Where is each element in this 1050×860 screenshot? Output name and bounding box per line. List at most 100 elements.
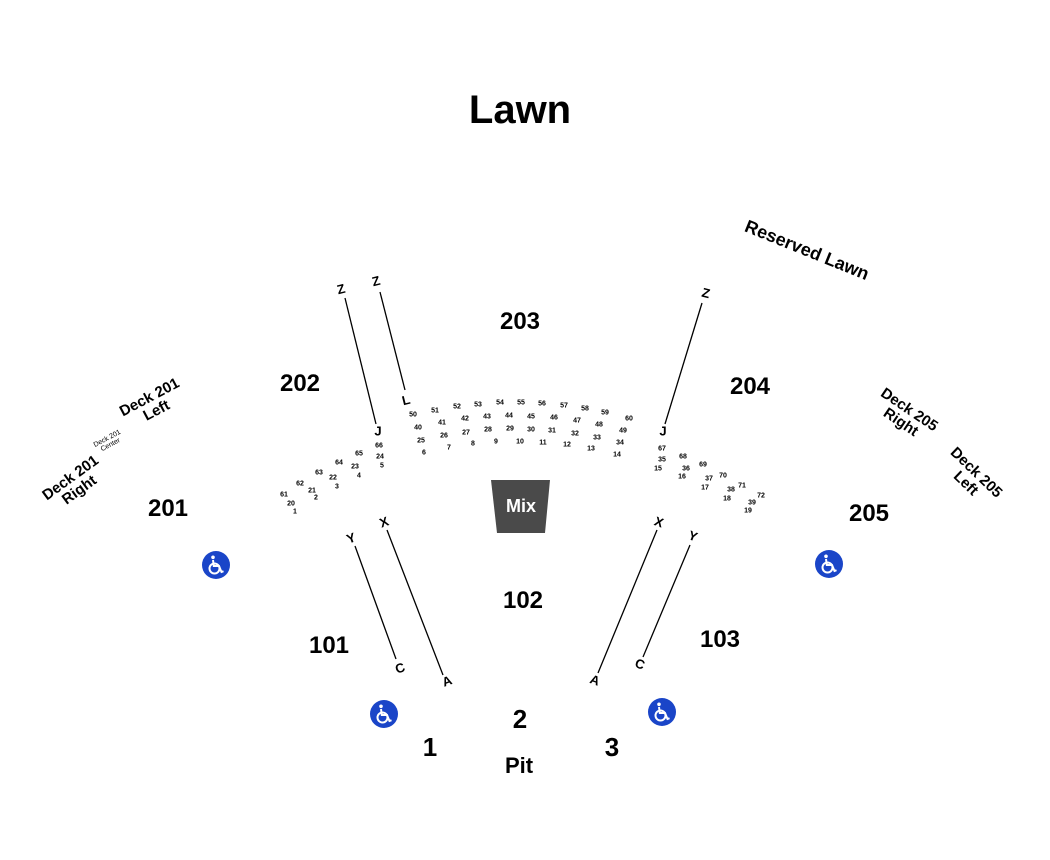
seat-box[interactable]: 60 bbox=[625, 415, 633, 423]
seat-box[interactable]: 40 bbox=[414, 424, 422, 432]
row-line-204-z-j bbox=[664, 302, 703, 425]
seat-box[interactable]: 52 bbox=[453, 403, 461, 411]
seat-box[interactable]: 19 bbox=[744, 507, 752, 515]
seat-box[interactable]: 46 bbox=[550, 414, 558, 422]
seat-box[interactable]: 15 bbox=[654, 465, 662, 473]
seat-box[interactable]: 38 bbox=[727, 486, 735, 494]
seat-box[interactable]: 56 bbox=[538, 400, 546, 408]
seat-box[interactable]: 44 bbox=[505, 412, 513, 420]
seat-box[interactable]: 17 bbox=[701, 484, 709, 492]
seat-box[interactable]: 22 bbox=[329, 474, 337, 482]
seat-box[interactable]: 33 bbox=[593, 434, 601, 442]
section-204[interactable]: 204 bbox=[729, 373, 771, 400]
seat-box[interactable]: 20 bbox=[287, 500, 295, 508]
seat-box[interactable]: 36 bbox=[682, 465, 690, 473]
section-203[interactable]: 203 bbox=[499, 308, 541, 335]
seat-box[interactable]: 12 bbox=[563, 441, 571, 449]
seat-box[interactable]: 58 bbox=[581, 405, 589, 413]
seat-box[interactable]: 27 bbox=[462, 429, 470, 437]
mix-label: Mix bbox=[505, 496, 537, 516]
seat-box[interactable]: 67 bbox=[658, 445, 666, 453]
pit-section-2[interactable]: 2 bbox=[512, 704, 528, 734]
seat-box[interactable]: 55 bbox=[517, 399, 525, 407]
seat-box[interactable]: 47 bbox=[573, 417, 581, 425]
seat-box[interactable]: 43 bbox=[483, 413, 491, 421]
seat-box[interactable]: 14 bbox=[613, 451, 621, 459]
seat-box[interactable]: 4 bbox=[357, 472, 361, 480]
seat-box[interactable]: 35 bbox=[658, 456, 666, 464]
seat-box[interactable]: 61 bbox=[280, 491, 288, 499]
seat-box[interactable]: 11 bbox=[539, 439, 547, 447]
seat-box[interactable]: 30 bbox=[527, 426, 535, 434]
seat-box[interactable]: 21 bbox=[308, 487, 316, 495]
seat-box[interactable]: 68 bbox=[679, 453, 687, 461]
seat-box[interactable]: 64 bbox=[335, 459, 343, 467]
seat-box[interactable]: 49 bbox=[619, 427, 627, 435]
seat-box[interactable]: 23 bbox=[351, 463, 359, 471]
seat-box[interactable]: 63 bbox=[315, 469, 323, 477]
seat-box[interactable]: 28 bbox=[484, 426, 492, 434]
wheelchair-icon bbox=[815, 550, 843, 578]
row-j-202: J bbox=[374, 423, 382, 439]
seat-box[interactable]: 48 bbox=[595, 421, 603, 429]
seat-box[interactable]: 71 bbox=[738, 482, 746, 490]
row-line-103-y-c bbox=[642, 544, 691, 658]
row-line-102-x-a-left bbox=[386, 529, 444, 676]
row-line-202-z-j bbox=[344, 297, 377, 425]
seat-box[interactable]: 65 bbox=[355, 450, 363, 458]
section-201[interactable]: 201 bbox=[147, 495, 189, 522]
seat-box[interactable]: 13 bbox=[587, 445, 595, 453]
seat-box[interactable]: 32 bbox=[571, 430, 579, 438]
seat-box[interactable]: 3 bbox=[335, 483, 339, 491]
seat-box[interactable]: 57 bbox=[560, 402, 568, 410]
seat-box[interactable]: 51 bbox=[431, 407, 439, 415]
seat-box[interactable]: 42 bbox=[461, 415, 469, 423]
row-line-203-z-l bbox=[379, 291, 406, 391]
seat-box[interactable]: 18 bbox=[723, 495, 731, 503]
seat-box[interactable]: 54 bbox=[496, 399, 504, 407]
seat-box[interactable]: 9 bbox=[494, 438, 498, 446]
seat-box[interactable]: 39 bbox=[748, 499, 756, 507]
section-202[interactable]: 202 bbox=[279, 370, 321, 397]
seat-box[interactable]: 6 bbox=[422, 449, 426, 457]
seat-box[interactable]: 26 bbox=[440, 432, 448, 440]
seat-box[interactable]: 29 bbox=[506, 425, 514, 433]
seat-box[interactable]: 10 bbox=[516, 438, 524, 446]
seat-box[interactable]: 24 bbox=[376, 453, 384, 461]
pit-section-1[interactable]: 1 bbox=[422, 732, 438, 762]
seat-box[interactable]: 53 bbox=[474, 401, 482, 409]
section-205[interactable]: 205 bbox=[848, 500, 890, 527]
seat-box[interactable]: 69 bbox=[699, 461, 707, 469]
seat-box[interactable]: 59 bbox=[601, 409, 609, 417]
seat-box[interactable]: 62 bbox=[296, 480, 304, 488]
seat-box[interactable]: 7 bbox=[447, 444, 451, 452]
wheelchair-icon bbox=[202, 551, 230, 579]
section-103[interactable]: 103 bbox=[699, 626, 741, 653]
seat-box[interactable]: 72 bbox=[757, 492, 765, 500]
seat-box[interactable]: 31 bbox=[548, 427, 556, 435]
mix-booth bbox=[491, 480, 550, 533]
row-line-101-y-c bbox=[354, 545, 397, 660]
seat-box[interactable]: 16 bbox=[678, 473, 686, 481]
seat-box[interactable]: 70 bbox=[719, 472, 727, 480]
seat-box[interactable]: 45 bbox=[527, 413, 535, 421]
seat-box[interactable]: 50 bbox=[409, 411, 417, 419]
row-line-102-x-a-right bbox=[597, 529, 658, 674]
section-102[interactable]: 102 bbox=[502, 587, 544, 614]
seat-box[interactable]: 66 bbox=[375, 442, 383, 450]
pit-section-3[interactable]: 3 bbox=[604, 732, 620, 762]
pit-label: Pit bbox=[504, 753, 534, 778]
seat-box[interactable]: 37 bbox=[705, 475, 713, 483]
seat-box[interactable]: 25 bbox=[417, 437, 425, 445]
seat-box[interactable]: 5 bbox=[380, 462, 384, 470]
seat-box[interactable]: 2 bbox=[314, 494, 318, 502]
wheelchair-icon bbox=[648, 698, 676, 726]
seat-box[interactable]: 1 bbox=[293, 508, 297, 516]
lawn-title: Lawn bbox=[468, 88, 572, 132]
seat-box[interactable]: 41 bbox=[438, 419, 446, 427]
section-101[interactable]: 101 bbox=[308, 632, 350, 659]
seat-box[interactable]: 34 bbox=[616, 439, 624, 447]
seat-box[interactable]: 8 bbox=[471, 440, 475, 448]
row-j-204: J bbox=[659, 423, 667, 439]
